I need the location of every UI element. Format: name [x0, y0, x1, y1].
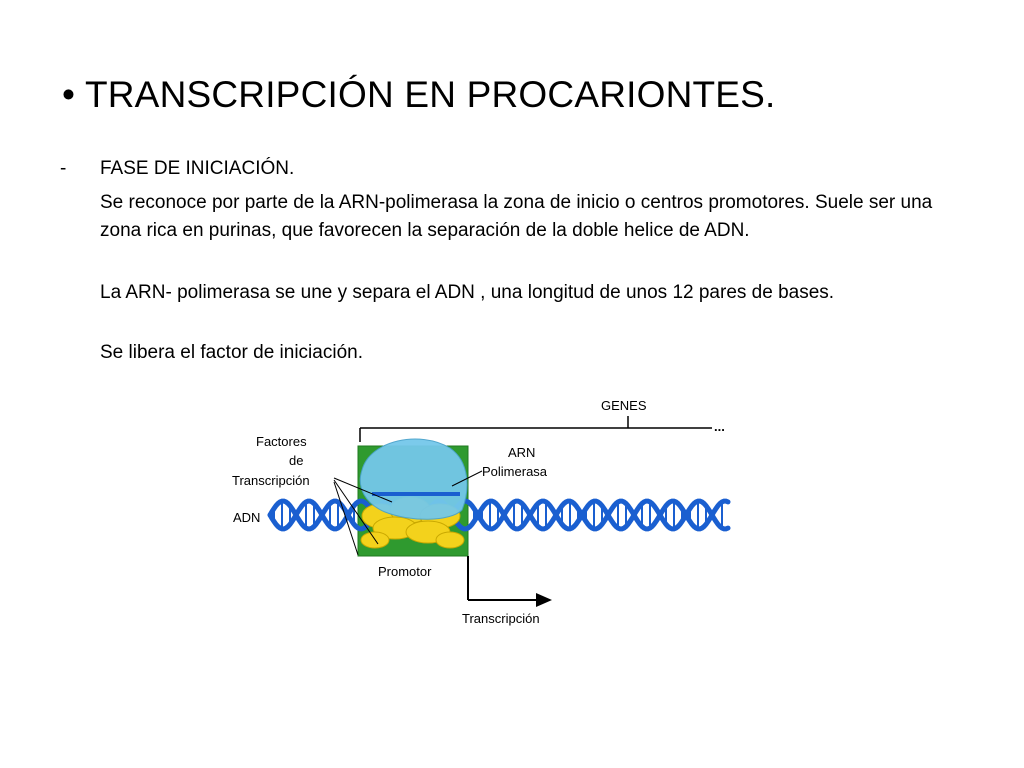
genes-bracket	[359, 416, 712, 442]
transcription-arrow	[467, 556, 540, 601]
paragraph-promoter-recognition: Se reconoce por parte de la ARN-polimera…	[100, 192, 933, 241]
label-transcripcion: Transcripción	[462, 611, 540, 626]
dna-base-pairs	[273, 501, 723, 529]
label-arn-polimerasa: Polimerasa	[482, 464, 548, 479]
list-dash: -	[60, 158, 67, 179]
label-promotor: Promotor	[378, 564, 432, 579]
factor-blob	[435, 531, 465, 549]
label-genes: GENES	[601, 398, 647, 413]
label-factores-de: de	[289, 453, 303, 468]
rna-polymerase	[359, 438, 468, 520]
label-factores: Factores	[256, 434, 307, 449]
label-genes-ellipsis: ...	[714, 419, 725, 434]
paragraph-factor-release: Se libera el factor de iniciación.	[100, 342, 363, 363]
label-arn: ARN	[508, 445, 535, 460]
label-adn: ADN	[233, 510, 260, 525]
paragraph-dna-separation: La ARN- polimerasa se une y separa el AD…	[100, 282, 835, 303]
factores-pointer-lines	[333, 477, 393, 556]
arrow-head-icon	[536, 593, 552, 607]
label-factores-transcripcion: Transcripción	[232, 473, 310, 488]
slide-title: • TRANSCRIPCIÓN EN PROCARIONTES.	[62, 74, 776, 115]
arn-pointer-line	[451, 470, 483, 487]
section-heading: FASE DE INICIACIÓN.	[100, 158, 295, 179]
